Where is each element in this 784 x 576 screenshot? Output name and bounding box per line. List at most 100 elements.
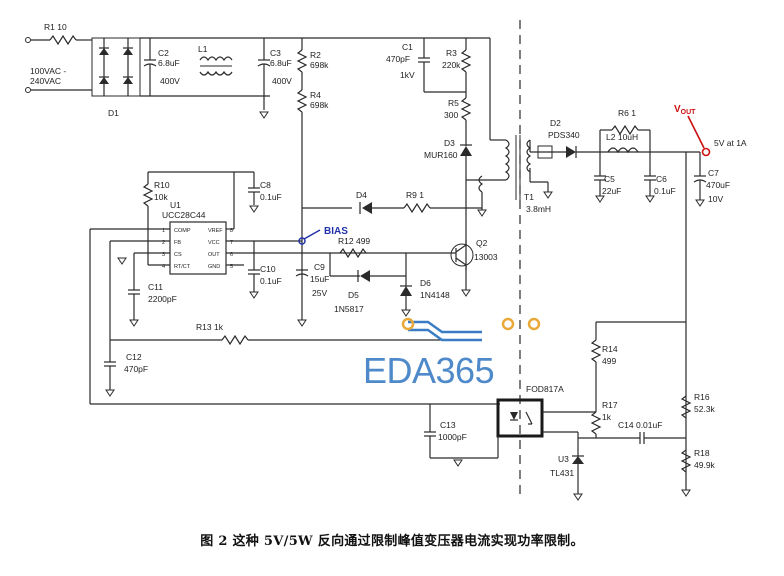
svg-text:C13: C13 [440,420,456,430]
ground-symbols [105,111,705,501]
svg-text:R17: R17 [602,400,618,410]
svg-text:C10: C10 [260,264,276,274]
svg-text:300: 300 [444,110,458,120]
figure-caption: 图 2 这种 5V/5W 反向通过限制峰值变压器电流实现功率限制。 [200,534,584,549]
svg-text:15uF: 15uF [310,274,329,284]
svg-text:25V: 25V [312,288,327,298]
svg-text:1N5817: 1N5817 [334,304,364,314]
svg-text:1: 1 [162,228,165,234]
svg-text:PDS340: PDS340 [548,130,580,140]
svg-text:C2: C2 [158,48,169,58]
svg-text:GND: GND [208,264,220,270]
svg-text:698k: 698k [310,100,329,110]
svg-text:6.8uF: 6.8uF [158,58,180,68]
svg-text:22uF: 22uF [602,186,621,196]
r1-resistor [49,34,77,46]
svg-text:470pF: 470pF [386,54,410,64]
snubber-c1-r3-r5-d3: C1 470pF 1kV R3 220k R5 300 D3 MUR160 [386,38,472,270]
svg-text:R16: R16 [694,392,710,402]
vout-node [701,147,711,157]
svg-text:470pF: 470pF [124,364,148,374]
c9-capacitor: C9 15uF 25V [295,262,329,298]
svg-text:R14: R14 [602,344,618,354]
svg-text:0.1uF: 0.1uF [654,186,676,196]
svg-text:U1: U1 [170,200,181,210]
r6-label: R6 1 [618,108,636,118]
svg-text:C11: C11 [148,282,163,292]
svg-text:3.8mH: 3.8mH [526,204,551,214]
svg-text:7: 7 [230,240,233,246]
svg-text:8: 8 [230,228,233,234]
controller-u1: U1 UCC28C44 COMP FB CS RT/CT VREF VCC OU… [148,171,456,275]
output-section: D2 PDS340 R6 1 L2 10uH C5 22uF C6 0.1uF … [529,104,747,490]
svg-text:C7: C7 [708,168,719,178]
svg-text:C9: C9 [314,262,325,272]
vout-label: VOUT [674,104,696,116]
c13-capacitor: C13 1000pF [424,404,499,459]
bridge-rectifier-d1: D1 [91,37,141,118]
svg-text:C1: C1 [402,42,413,52]
svg-text:1k: 1k [602,412,612,422]
ac-input-section: R1 10 100VAC - 240VAC [25,22,92,93]
svg-text:C8: C8 [260,180,271,190]
r12-label: R12 499 [338,236,370,246]
svg-text:Q2: Q2 [476,238,488,248]
svg-text:FOD817A: FOD817A [526,384,564,394]
svg-text:D3: D3 [444,138,455,148]
r10-resistor: R10 10k [142,172,170,266]
svg-text:RT/CT: RT/CT [174,264,191,270]
svg-text:0.1uF: 0.1uF [260,192,282,202]
svg-text:49.9k: 49.9k [694,460,716,470]
c11-capacitor: C11 2200pF [128,252,177,320]
svg-text:OUT: OUT [208,252,220,258]
svg-text:R10: R10 [154,180,170,190]
l2-label: L2 10uH [606,132,638,142]
svg-text:D2: D2 [550,118,561,128]
l1-common-mode-choke: L1 [198,44,233,76]
svg-text:R18: R18 [694,448,710,458]
c10-capacitor: C10 0.1uF [248,241,282,292]
svg-text:VCC: VCC [208,240,220,246]
svg-text:470uF: 470uF [706,180,730,190]
svg-text:R2: R2 [310,50,321,60]
svg-text:MUR160: MUR160 [424,150,458,160]
svg-text:R5: R5 [448,98,459,108]
svg-text:T1: T1 [524,192,534,202]
gate-drive-network: R12 499 D5 1N5817 D6 1N4148 Q2 13003 [329,236,498,314]
svg-text:13003: 13003 [474,252,498,262]
c2-capacitor: C2 6.8uF 400V [143,38,180,96]
c8-capacitor: C8 0.1uF [234,171,282,205]
vout-desc: 5V at 1A [714,138,747,148]
r9-label: R9 1 [406,190,424,200]
input-voltage-line2: 240VAC [30,76,61,86]
bias-marker: BIAS [298,226,348,245]
svg-text:2: 2 [162,240,165,246]
svg-text:C12: C12 [126,352,142,362]
svg-text:220k: 220k [442,60,461,70]
transformer-t1: T1 3.8mH [466,20,551,500]
watermark-logo [401,317,541,342]
svg-text:R3: R3 [446,48,457,58]
d4-r9-aux-rectifier: D4 R9 1 [302,190,482,214]
svg-text:D6: D6 [420,278,431,288]
svg-text:499: 499 [602,356,616,366]
r13-label: R13 1k [196,322,224,332]
svg-text:R4: R4 [310,90,321,100]
c3-capacitor: C3 6.8uF 400V [257,38,292,110]
svg-text:C5: C5 [604,174,615,184]
svg-text:L1: L1 [198,44,208,54]
r1-label: R1 10 [44,22,67,32]
input-voltage-line1: 100VAC - [30,66,66,76]
svg-text:6.8uF: 6.8uF [270,58,292,68]
svg-text:COMP: COMP [174,228,191,234]
svg-text:VREF: VREF [208,228,223,234]
svg-text:400V: 400V [272,76,292,86]
svg-text:D4: D4 [356,190,367,200]
svg-text:52.3k: 52.3k [694,404,716,414]
d1-label: D1 [108,108,119,118]
svg-text:6: 6 [230,252,233,258]
svg-text:5: 5 [230,264,233,270]
svg-text:C3: C3 [270,48,281,58]
svg-text:CS: CS [174,252,182,258]
